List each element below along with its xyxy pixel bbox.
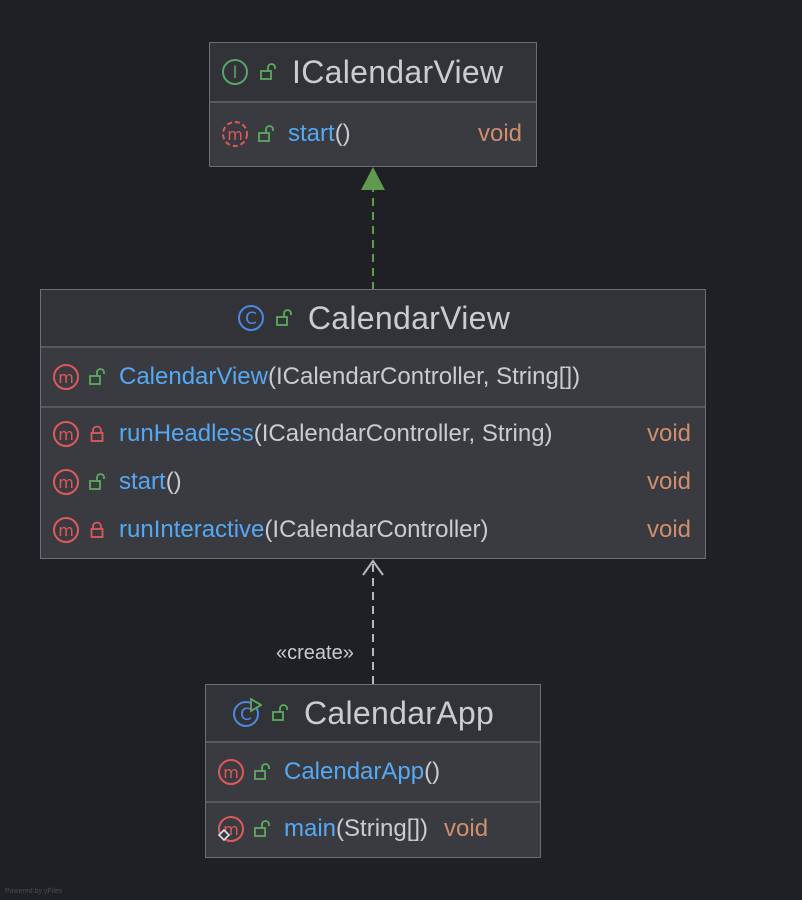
interface-icon: I — [222, 59, 248, 85]
public-unlocked-icon — [89, 368, 105, 385]
node-title: ICalendarView — [292, 53, 504, 90]
method-icon: m — [53, 469, 79, 495]
method-params: () — [424, 758, 441, 785]
method-name: main — [284, 815, 337, 842]
svg-text:m: m — [227, 125, 243, 144]
dependency-arrowhead — [362, 559, 384, 576]
method-row[interactable]: m runInteractive (ICalendarController) v… — [41, 506, 705, 554]
svg-text:I: I — [232, 63, 237, 83]
node-header: C CalendarView — [41, 290, 705, 348]
method-params: (ICalendarController) — [264, 516, 489, 543]
public-unlocked-icon — [254, 763, 270, 780]
return-type: void — [646, 516, 691, 543]
abstract-method-icon: m — [222, 121, 248, 147]
section-divider — [206, 801, 540, 803]
public-unlocked-icon — [258, 125, 274, 142]
svg-text:m: m — [58, 368, 74, 387]
private-lock-icon — [90, 425, 104, 442]
method-icon: m — [53, 517, 79, 543]
node-title: CalendarApp — [304, 694, 495, 731]
svg-text:m: m — [58, 425, 74, 444]
method-name: CalendarView — [119, 363, 268, 390]
return-type: void — [646, 468, 691, 495]
constructor-row[interactable]: m CalendarApp () — [206, 743, 540, 801]
powered-by-label: Powered by yFiles — [5, 888, 63, 895]
constructor-row[interactable]: m CalendarView (ICalendarController, Str… — [41, 348, 705, 406]
method-params: () — [334, 120, 351, 147]
node-icalendarview[interactable]: I ICalendarView m start () void — [209, 42, 537, 167]
node-header: I ICalendarView — [210, 43, 536, 103]
method-name: start — [119, 468, 166, 495]
method-name: start — [288, 120, 335, 147]
node-header: C CalendarApp — [206, 685, 540, 743]
svg-text:m: m — [58, 521, 74, 540]
method-params: (ICalendarController, String) — [253, 420, 553, 447]
public-unlocked-icon — [260, 63, 276, 80]
public-unlocked-icon — [272, 704, 288, 721]
return-type: void — [477, 120, 522, 147]
private-lock-icon — [90, 521, 104, 538]
node-calendarapp[interactable]: C CalendarApp m CalendarApp () — [205, 684, 541, 858]
class-icon: C — [237, 305, 264, 331]
node-title: CalendarView — [307, 299, 511, 336]
method-icon: m — [53, 421, 79, 447]
node-calendarview[interactable]: C CalendarView m CalendarView (ICalendar… — [40, 289, 706, 559]
method-params: (ICalendarController, String[]) — [267, 363, 581, 390]
svg-text:C: C — [240, 705, 252, 725]
create-stereotype-label: «create» — [276, 642, 354, 664]
return-type: void — [444, 815, 489, 842]
method-params: () — [165, 468, 182, 495]
svg-text:m: m — [58, 473, 74, 492]
public-unlocked-icon — [89, 473, 105, 490]
method-icon: m — [53, 364, 79, 390]
section-divider — [41, 406, 705, 408]
method-params: (String[]) — [336, 815, 429, 842]
method-row[interactable]: m start () void — [210, 103, 536, 165]
method-name: CalendarApp — [284, 758, 425, 785]
svg-text:C: C — [245, 309, 257, 329]
method-row[interactable]: m main (String[]) void — [206, 803, 540, 855]
method-icon: m — [218, 759, 244, 785]
svg-text:m: m — [223, 763, 239, 782]
method-row[interactable]: m runHeadless (ICalendarController, Stri… — [41, 410, 705, 458]
public-unlocked-icon — [275, 309, 292, 326]
implements-arrowhead — [361, 167, 385, 190]
method-row[interactable]: m start () void — [41, 458, 705, 506]
runnable-class-icon: C — [233, 698, 262, 727]
return-type: void — [646, 420, 691, 447]
static-method-icon: m — [217, 816, 244, 842]
method-name: runInteractive — [119, 516, 265, 543]
method-name: runHeadless — [119, 420, 254, 447]
public-unlocked-icon — [254, 820, 270, 837]
